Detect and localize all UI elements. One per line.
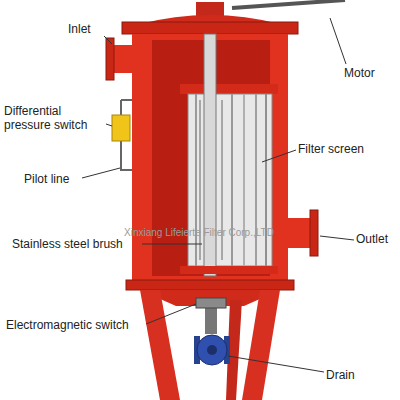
part-label: Drain bbox=[326, 368, 355, 382]
screen-top-plate bbox=[180, 84, 278, 94]
inlet-pipe bbox=[112, 45, 134, 73]
valve-hub bbox=[207, 345, 217, 355]
pressure-switch-symbol bbox=[112, 115, 130, 141]
part-label: Outlet bbox=[356, 232, 388, 246]
pilot-line-pipe bbox=[120, 100, 122, 115]
pilot-line-pipe bbox=[121, 141, 132, 170]
part-label: Inlet bbox=[68, 22, 91, 36]
part-label: Pilot line bbox=[24, 172, 69, 186]
stainless-steel-brush bbox=[200, 34, 222, 276]
part-label: Motor bbox=[344, 66, 375, 80]
screen-bottom-plate bbox=[180, 266, 278, 274]
support-leg bbox=[242, 290, 280, 400]
support-leg bbox=[140, 290, 180, 400]
outlet-flange bbox=[310, 210, 318, 256]
electromagnetic-switch-symbol bbox=[196, 298, 226, 308]
outlet-pipe bbox=[286, 218, 312, 248]
bottom-flange bbox=[126, 280, 294, 290]
part-label: Stainless steel brush bbox=[12, 237, 123, 251]
part-label: Differential pressure switch bbox=[4, 104, 104, 132]
pilot-line-pipe bbox=[121, 99, 132, 101]
drain-valve bbox=[197, 335, 227, 365]
inlet-flange bbox=[106, 38, 114, 80]
filter-screen bbox=[188, 94, 272, 266]
motor-cap bbox=[196, 2, 224, 16]
part-label: Filter screen bbox=[298, 142, 364, 156]
motor-arm bbox=[232, 0, 345, 8]
watermark: Xinxiang Lifeierte Filter Corp.,LTD bbox=[124, 226, 274, 240]
top-flange bbox=[122, 22, 298, 34]
vessel-body bbox=[132, 34, 288, 282]
part-label: Electromagnetic switch bbox=[6, 318, 129, 332]
